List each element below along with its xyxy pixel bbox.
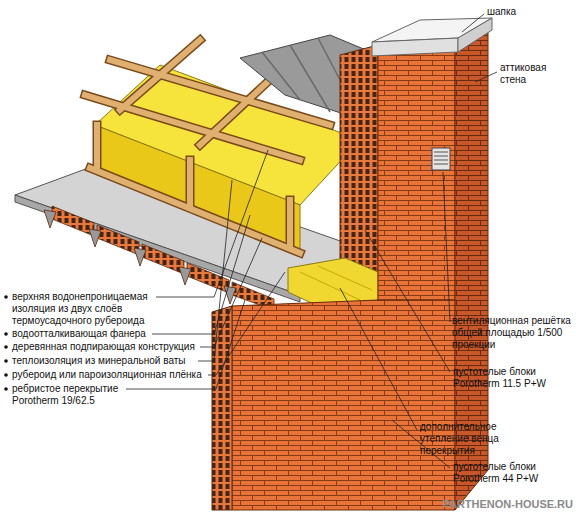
leader-lines [126, 14, 497, 468]
cap-front [372, 38, 458, 56]
layer-label: теплоизоляция из минеральной ваты [12, 355, 212, 367]
part-label: пустотелые блоки Porotherm 44 P+W [453, 461, 565, 485]
part-label: аттиковая стена [500, 62, 560, 86]
attic-wall-face [378, 38, 455, 300]
part-label: шапка [487, 6, 547, 18]
lower-wall-face [232, 300, 455, 510]
layer-label: водоотталкивающая фанера [12, 328, 212, 340]
part-label: вентиляционная решётка общей площадью 1/… [452, 315, 573, 351]
layer-label: верхняя водонепроницаемая изоляция из дв… [12, 291, 162, 327]
layer-label: деревянная подпирающая конструкция [12, 341, 212, 353]
lower-wall-section [212, 306, 232, 510]
part-label: пустотелые блоки Porotherm 11.5 P+W [453, 366, 565, 390]
layer-label: рубероид или пароизоляционная плёнка [12, 369, 216, 381]
watermark: PARTHENON-HOUSE.RU [439, 498, 573, 510]
layer-label: ребристое перекрытие Porotherm 19/62.5 [12, 383, 132, 407]
cap-side [458, 18, 492, 52]
part-label: дополнительное утепление венца перекрыти… [420, 421, 520, 457]
bullet-dots [4, 295, 8, 391]
vent-grille [432, 148, 450, 170]
